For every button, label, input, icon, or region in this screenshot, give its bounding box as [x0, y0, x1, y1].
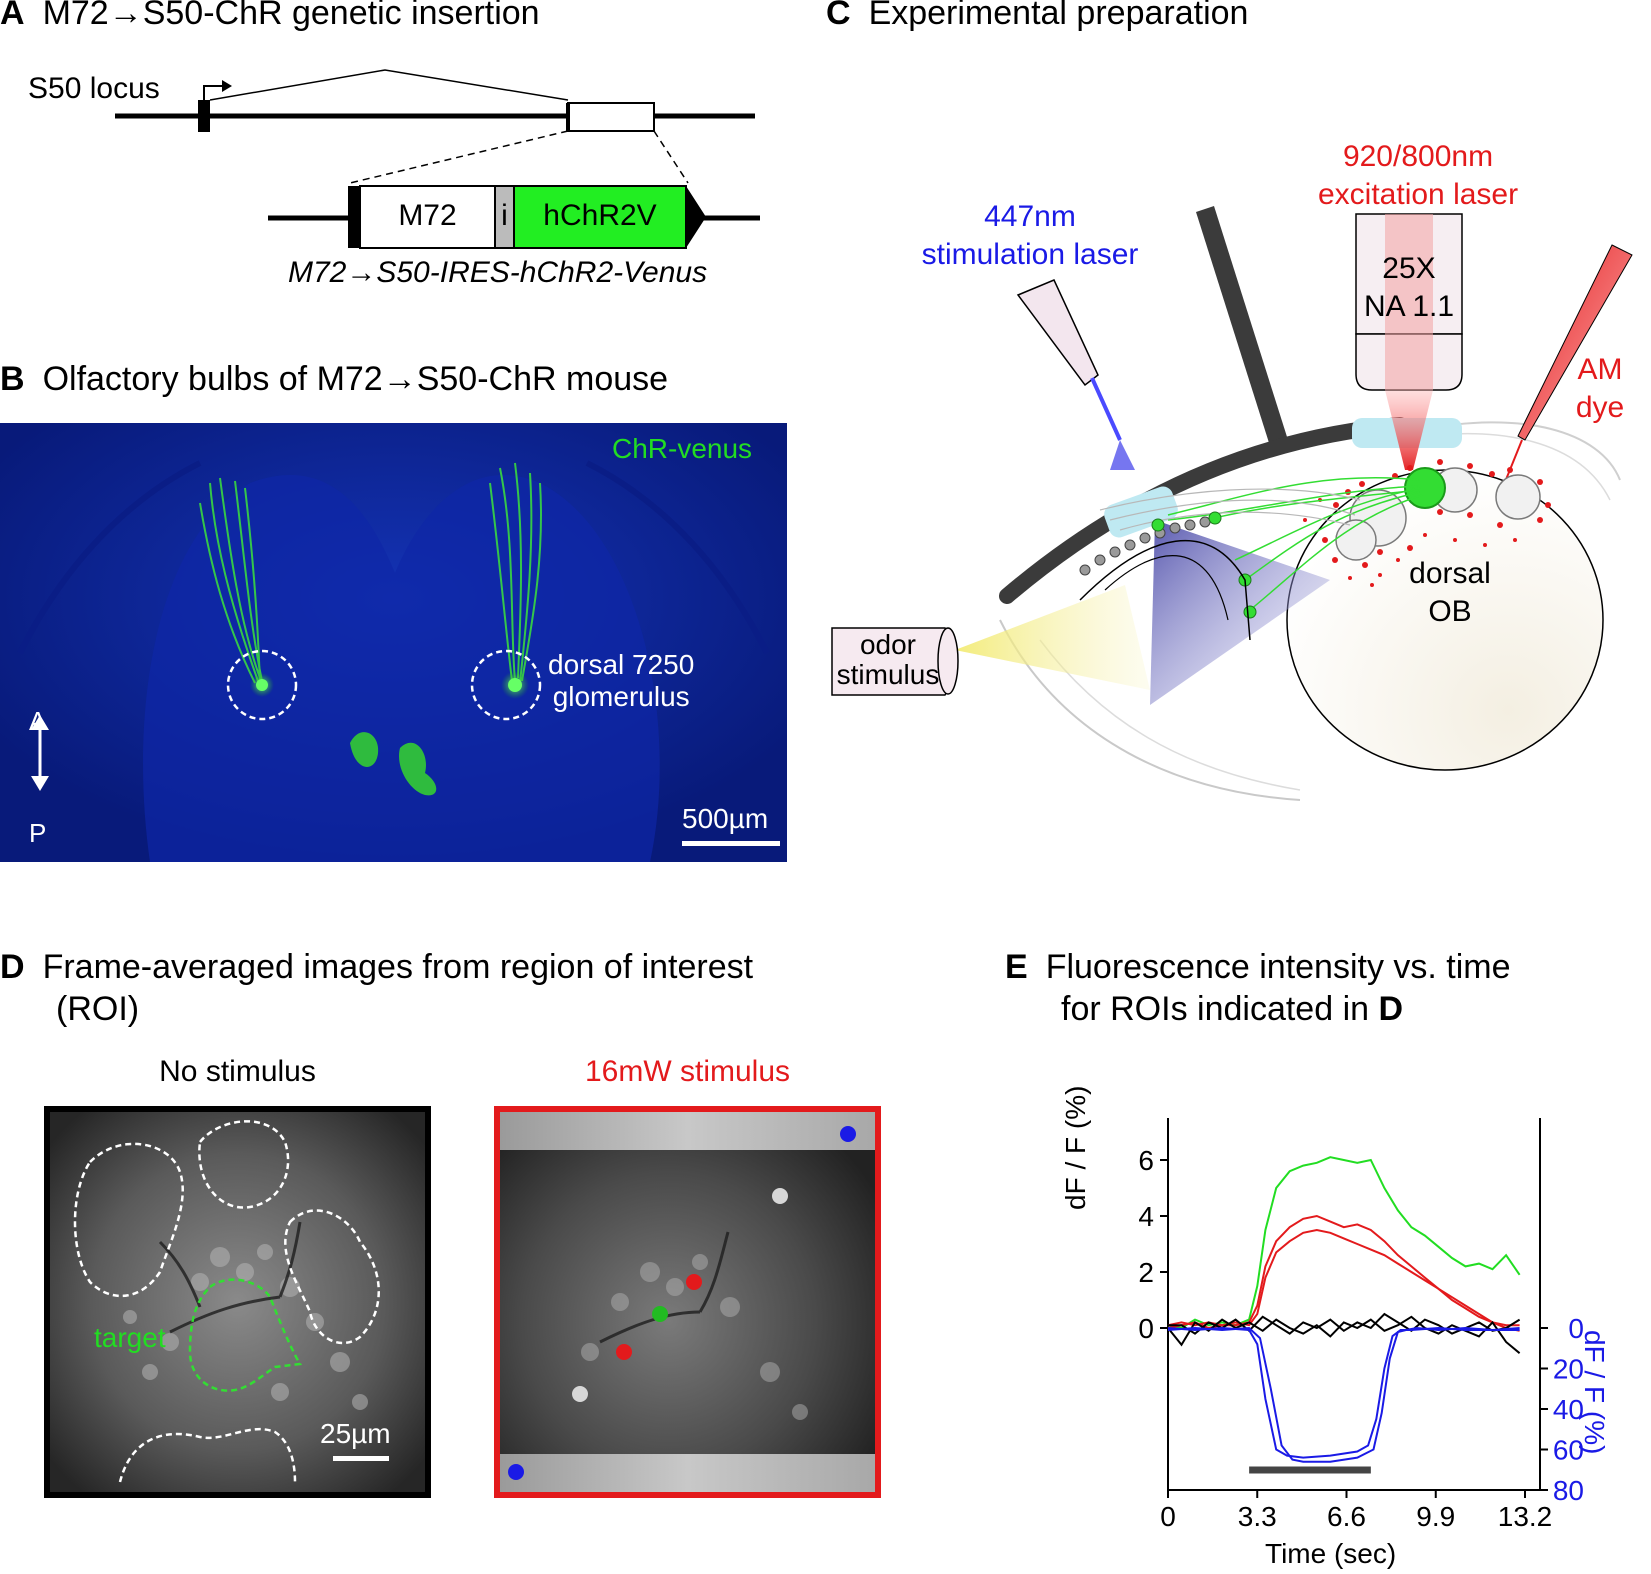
- y-left-tick-label: 0: [1138, 1313, 1154, 1344]
- panel-b-title-text: Olfactory bulbs of M72→S50-ChR mouse: [42, 360, 669, 398]
- panel-d-title: D Frame-averaged images from region of in…: [0, 946, 753, 1030]
- series-line-3: [1167, 1315, 1521, 1354]
- x-tick-label: 9.9: [1416, 1501, 1455, 1532]
- series-line-6: [1167, 1326, 1520, 1463]
- target-label: target: [94, 1322, 166, 1353]
- panel-b-letter: B: [0, 360, 25, 398]
- box-hchr2v-label: hChR2V: [543, 199, 657, 232]
- panel-c-letter: C: [826, 0, 851, 32]
- panel-a-title: A M72→S50-ChR genetic insertion: [0, 0, 540, 33]
- y-right-tick-label: 80: [1553, 1475, 1584, 1506]
- dorsal-ob-line2: OB: [1428, 595, 1472, 628]
- y-left-tick-label: 2: [1138, 1257, 1154, 1288]
- panel-a-letter: A: [0, 0, 25, 32]
- panel-d-title-line2: (ROI): [56, 990, 140, 1028]
- axis-label-posterior: P: [29, 818, 47, 848]
- olfactory-bulb-image: ChR-venus dorsal 7250 glomerulus A P 500…: [0, 423, 787, 862]
- stim-laser-line1: 447nm: [984, 200, 1076, 233]
- objective-line1: 25X: [1382, 252, 1436, 285]
- am-dye-line2: dye: [1575, 391, 1625, 424]
- axis-label-anterior: A: [29, 706, 47, 736]
- box-m72-label: M72: [398, 199, 457, 232]
- construct-label: M72→S50-IRES-hChR2-Venus: [288, 256, 708, 289]
- panel-c-title-text: Experimental preparation: [868, 0, 1249, 32]
- chr-venus-label: ChR-venus: [612, 433, 753, 464]
- series-line-5: [1167, 1326, 1520, 1459]
- exc-laser-label: 920/800nm excitation laser: [1318, 138, 1518, 214]
- am-dye-line1: AM: [1577, 353, 1623, 386]
- y-axis-label-right: dF / F (%): [1579, 1330, 1610, 1455]
- panel-e-title-line2: for ROIs indicated in: [1061, 990, 1379, 1028]
- panel-c-title: C Experimental preparation: [826, 0, 1248, 33]
- objective-label: 25X NA 1.1: [1356, 250, 1462, 326]
- series-line-2: [1167, 1228, 1520, 1330]
- box-i-label: i: [501, 199, 508, 232]
- stim-laser-line2: stimulation laser: [921, 238, 1139, 271]
- panel-b-title: B Olfactory bulbs of M72→S50-ChR mouse: [0, 360, 668, 399]
- roi-image-16mw-stimulus: [494, 1106, 881, 1498]
- dorsal-ob-label: dorsal OB: [1370, 555, 1530, 631]
- scale-bar-label-d: 25µm: [320, 1418, 391, 1449]
- s50-locus-label: S50 locus: [28, 72, 160, 105]
- series-line-1: [1167, 1214, 1520, 1332]
- panel-a-title-text: M72→S50-ChR genetic insertion: [42, 0, 540, 32]
- x-tick-label: 13.2: [1498, 1501, 1553, 1532]
- series-line-0: [1167, 1156, 1521, 1330]
- stim-laser-label: 447nm stimulation laser: [900, 198, 1160, 274]
- panel-d-letter: D: [0, 948, 25, 986]
- scale-bar-label-b: 500µm: [682, 803, 769, 834]
- panel-e-title: E Fluorescence intensity vs. time for ROI…: [1005, 946, 1511, 1030]
- no-stimulus-label: No stimulus: [159, 1055, 316, 1088]
- roi-image-no-stimulus: target 25µm: [44, 1106, 431, 1498]
- objective-line2: NA 1.1: [1363, 290, 1455, 323]
- y-left-tick-label: 6: [1138, 1145, 1154, 1176]
- x-tick-label: 0: [1160, 1501, 1176, 1532]
- glomerulus-label-line2: glomerulus: [552, 681, 690, 712]
- exc-laser-line2: excitation laser: [1318, 178, 1519, 211]
- panel-e-title-line1: Fluorescence intensity vs. time: [1045, 948, 1511, 986]
- panel-e-title-ref: D: [1378, 990, 1404, 1028]
- glomerulus-label: dorsal 7250 glomerulus: [548, 649, 694, 713]
- y-axis-label-left: dF / F (%): [1060, 1085, 1091, 1210]
- odor-stimulus-label: odor stimulus: [832, 630, 944, 690]
- odor-stimulus-line2: stimulus: [836, 659, 940, 690]
- y-left-tick-label: 4: [1138, 1201, 1154, 1232]
- x-tick-label: 3.3: [1238, 1501, 1277, 1532]
- am-dye-label: AM dye: [1570, 351, 1630, 427]
- odor-stimulus-line1: odor: [859, 629, 917, 660]
- stimulus-16mw-label: 16mW stimulus: [584, 1055, 791, 1088]
- exc-laser-line1: 920/800nm: [1342, 140, 1494, 173]
- x-axis-label: Time (sec): [1265, 1538, 1397, 1569]
- x-tick-label: 6.6: [1327, 1501, 1366, 1532]
- panel-e-letter: E: [1005, 948, 1028, 986]
- glomerulus-label-line1: dorsal 7250: [548, 649, 695, 680]
- series-line-4: [1168, 1312, 1521, 1335]
- panel-d-title-line1: Frame-averaged images from region of int…: [42, 948, 754, 986]
- dorsal-ob-line1: dorsal: [1409, 557, 1491, 590]
